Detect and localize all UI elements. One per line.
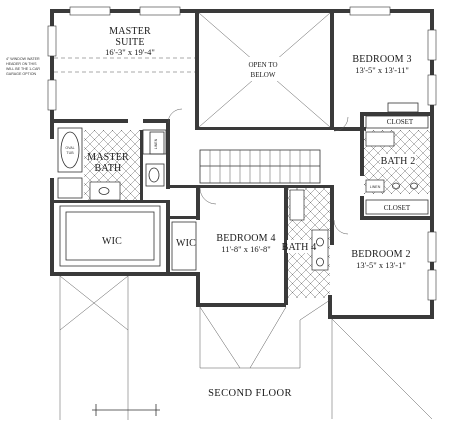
bath4-label: BATH 4 [282, 242, 317, 253]
open-to-below-line1: OPEN TO [248, 61, 277, 69]
wic-right: WIC [171, 221, 197, 271]
master-suite-name-line1: MASTER [109, 26, 151, 37]
wic-left: WIC [59, 205, 161, 267]
window-note-line2: HEADER ON THIS [6, 62, 37, 66]
bedroom-3: BEDROOM 3 13'-5" x 13'-11" [333, 54, 411, 132]
oval-tub-line2: TUB [66, 151, 74, 155]
open-to-below-line2: BELOW [251, 71, 276, 79]
master-suite: MASTER SUITE 16'-3" x 19'-4" 4" WINDOW W… [6, 26, 195, 124]
bath-2: LINEN BATH 2 [364, 130, 430, 194]
bedroom4-dims: 11'-8" x 16'-8" [221, 244, 270, 254]
master-bath-name-line2: BATH [95, 163, 122, 174]
closet-bottom: CLOSET [365, 199, 429, 215]
open-to-below-area: OPEN TO BELOW [198, 12, 331, 128]
window-note-line3: WILL BE THE 1-CAR [6, 67, 40, 71]
master-suite-name-line2: SUITE [115, 37, 144, 48]
bedroom2-dims: 13'-5" x 13'-1" [356, 260, 406, 270]
oval-tub-line1: OVAL [65, 146, 74, 150]
linen-left-label: LINEN [154, 138, 158, 149]
closet-top-label: CLOSET [387, 118, 414, 126]
window-note-line4: GARAGE OPTION [6, 72, 37, 76]
interior-walls [50, 9, 430, 305]
bedroom3-name: BEDROOM 3 [352, 54, 411, 65]
plan-title: SECOND FLOOR [208, 388, 292, 399]
closet-bottom-label: CLOSET [384, 204, 411, 212]
windows [47, 6, 437, 301]
bedroom-2: BEDROOM 2 13'-5" x 13'-1" [333, 219, 410, 270]
bath2-label: BATH 2 [381, 156, 416, 167]
master-bath-name-line1: MASTER [87, 152, 129, 163]
bedroom2-name: BEDROOM 2 [351, 249, 410, 260]
master-suite-dims: 16'-3" x 19'-4" [105, 47, 155, 57]
wic-right-label: WIC [176, 238, 196, 249]
exterior-walls [50, 9, 434, 319]
closet-top: CLOSET [365, 102, 429, 129]
master-bath: OVAL TUB MASTER BATH LINEN [57, 127, 167, 201]
stairs [199, 149, 321, 184]
bedroom4-name: BEDROOM 4 [216, 233, 275, 244]
roof-outline [59, 275, 433, 420]
wic-left-label: WIC [102, 236, 122, 247]
window-note-line1: 4" WINDOW WATER [6, 57, 40, 61]
bath-4: BATH 4 [282, 188, 330, 298]
bedroom-4: BEDROOM 4 11'-8" x 16'-8" [199, 187, 275, 254]
bedroom3-dims: 13'-5" x 13'-11" [355, 65, 409, 75]
linen-right-label: LINEN [370, 185, 381, 189]
